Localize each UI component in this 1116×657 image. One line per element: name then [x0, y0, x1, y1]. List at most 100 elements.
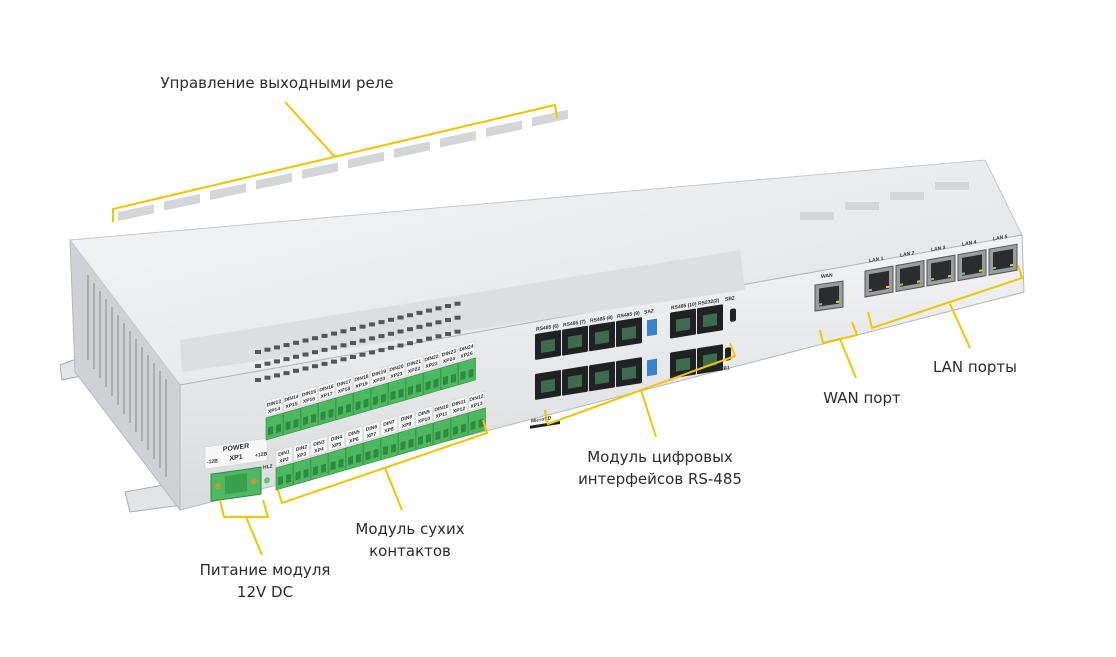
vent-slots — [87, 275, 167, 477]
rj-port-contacts — [541, 338, 555, 354]
relay-label — [256, 172, 292, 190]
terminal-row: DIN13XP14DIN14XP15DIN15XP16DIN16XP17DIN1… — [265, 340, 476, 441]
xp-label: XP11 — [436, 411, 448, 420]
din-label-box — [450, 395, 468, 417]
led-icon — [962, 272, 965, 275]
marking — [397, 343, 404, 348]
terminal-slot — [355, 400, 361, 411]
xp-label: XP3 — [297, 451, 307, 460]
terminal-slot — [285, 420, 291, 431]
rj-port-contacts — [703, 313, 717, 328]
rj-port-contacts — [595, 370, 609, 385]
xp-label: XP18 — [338, 386, 350, 395]
din-label-box — [328, 431, 345, 452]
sb1-label: SB1 — [720, 365, 730, 373]
led-icon — [931, 277, 934, 281]
rj-port-contacts — [676, 317, 690, 332]
din-label-box — [345, 426, 363, 447]
marking — [340, 329, 347, 334]
marking — [312, 336, 318, 341]
terminal-slot — [478, 418, 484, 428]
terminal-slot — [313, 465, 318, 476]
relay-label — [440, 130, 476, 148]
terminal-slot — [328, 408, 334, 419]
marking — [274, 345, 280, 350]
marking — [359, 324, 366, 329]
top-panel-strip — [180, 250, 745, 372]
xp-label: XP23 — [425, 361, 437, 370]
din-label: DIN7 — [383, 419, 395, 428]
din-label: DIN18 — [354, 374, 368, 384]
marking — [445, 318, 451, 322]
marking — [350, 327, 356, 331]
power-label: POWER — [223, 443, 249, 454]
callout-lan: LAN порты — [933, 358, 1017, 376]
din-label-box — [318, 381, 335, 402]
marking — [378, 320, 385, 325]
bracket-power — [219, 499, 270, 518]
marking — [388, 317, 394, 322]
relay-label — [800, 212, 834, 220]
marking — [331, 345, 337, 350]
relay-label — [486, 120, 522, 137]
terminal-slot — [443, 375, 448, 386]
callout-rs485-line1: Модуль цифровых — [587, 448, 733, 466]
led-icon — [886, 285, 889, 289]
callout-rs485-line2: интерфейсов RS-485 — [578, 470, 742, 488]
marking — [312, 350, 318, 355]
din-label: DIN14 — [284, 394, 298, 404]
marking — [302, 366, 309, 371]
marking — [321, 361, 328, 366]
button-sb2[interactable] — [730, 308, 736, 322]
din-label: DIN8 — [401, 414, 413, 423]
dip-switch[interactable] — [647, 318, 657, 337]
terminal-slot — [278, 475, 283, 486]
bracket-lan — [867, 264, 1024, 330]
marking — [407, 313, 413, 318]
xp-label: XP10 — [418, 416, 430, 425]
marking — [264, 347, 271, 352]
rj-port-contacts — [568, 334, 582, 349]
din-label: DIN4 — [331, 434, 343, 443]
marking — [321, 333, 328, 338]
din-label: DIN6 — [366, 424, 378, 433]
rs485-label: RS232(2) — [698, 298, 720, 307]
terminal-slot — [365, 450, 371, 461]
din-label: DIN3 — [313, 439, 325, 448]
callout-relays: Управление выходными реле — [160, 74, 393, 92]
marking — [378, 334, 385, 339]
terminal-slot — [443, 428, 449, 438]
marking — [350, 355, 356, 359]
dip-switch[interactable] — [647, 358, 657, 377]
rj45-opening — [962, 254, 982, 276]
xp-label: XP8 — [384, 426, 394, 435]
din-label-box — [300, 386, 318, 407]
marking — [397, 329, 404, 334]
marking — [435, 334, 442, 339]
terminal-slot — [468, 368, 474, 378]
marking — [416, 324, 423, 329]
terminal-slot — [346, 403, 351, 414]
marking — [283, 357, 290, 362]
callout-power-line2: 12V DC — [237, 583, 293, 601]
screw-icon — [251, 478, 257, 485]
xp-label: XP17 — [320, 391, 332, 400]
relay-label — [164, 193, 200, 211]
marking — [435, 320, 442, 325]
led-icon — [836, 300, 839, 304]
led-icon — [917, 280, 920, 283]
led-icon — [1010, 263, 1013, 267]
minus12-label: -12В — [207, 458, 218, 466]
din-label: DIN24 — [459, 344, 473, 354]
marking — [388, 345, 394, 350]
terminal-slot — [311, 413, 316, 424]
marking — [445, 304, 451, 308]
wan-group: WAN — [814, 272, 844, 312]
led-icon — [979, 269, 982, 272]
din-label-box — [398, 411, 415, 432]
xp-label: XP14 — [268, 406, 280, 415]
terminal-slot — [321, 463, 326, 474]
terminal-slot — [295, 470, 301, 481]
screw-icon — [215, 483, 221, 490]
